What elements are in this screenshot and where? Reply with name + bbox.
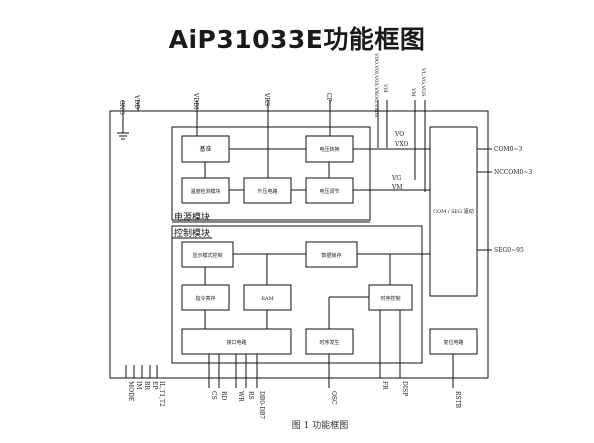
pin-seg: SEG0~95 — [494, 247, 524, 254]
diagram-title: AiP31033E功能框图 — [168, 25, 426, 54]
pin-disp: DISP — [401, 381, 408, 396]
svg-text:显示模式控制: 显示模式控制 — [192, 252, 222, 259]
pin-db: DB0-DB7 — [258, 391, 265, 419]
pin-vl-group: VL,VG,VGS — [420, 67, 426, 97]
block-temp-detect — [181, 177, 230, 204]
pin-vdd: VDD — [133, 94, 140, 109]
pin-cs: CS — [210, 391, 217, 400]
pin-fr: FR — [381, 381, 388, 390]
pin-rd: RD — [220, 391, 227, 401]
svg-text:基准: 基准 — [199, 145, 211, 153]
svg-text:VXO: VXO — [394, 141, 408, 148]
pin-gnd: GND — [118, 100, 125, 115]
pin-br: BR — [143, 381, 150, 390]
block-reset — [429, 328, 478, 355]
power-module-label: 电源模块 — [174, 211, 210, 223]
pin-vrs: VRS — [263, 92, 270, 106]
svg-text:温度检测模块: 温度检测模块 — [190, 188, 220, 195]
svg-text:VO: VO — [394, 131, 404, 138]
power-module — [171, 126, 371, 221]
svg-text:指令寄存: 指令寄存 — [195, 295, 215, 302]
pin-com: COM0~3 — [494, 146, 522, 153]
chip-boundary — [109, 110, 489, 379]
svg-text:RAM: RAM — [261, 296, 274, 302]
pin-mode: MODE — [127, 381, 134, 401]
pin-v0o-group: V0O,V0I,V0S,VXOO,VX0S — [373, 52, 379, 118]
block-timing-ctrl — [368, 284, 413, 311]
svg-text:VM: VM — [391, 184, 402, 191]
block-com-seg-driver — [429, 126, 478, 297]
pin-cp: CP — [325, 93, 332, 102]
pin-wr: WR — [237, 391, 244, 402]
svg-text:时序控制: 时序控制 — [380, 295, 400, 302]
svg-text:电压转换: 电压转换 — [319, 146, 339, 153]
svg-text:数据锁存: 数据锁存 — [321, 252, 341, 259]
figure-caption: 图 1 功能框图 — [292, 419, 348, 431]
pin-nccom: NCCOM0~3 — [494, 169, 532, 176]
block-ram — [243, 284, 292, 311]
svg-text:电压调节: 电压调节 — [319, 188, 339, 195]
block-timing-gen — [305, 328, 354, 355]
svg-text:复位电路: 复位电路 — [443, 339, 463, 346]
pin-rstb: RSTB — [454, 391, 461, 409]
pin-il-t1-t2: IL,T1,T2 — [158, 381, 165, 407]
svg-text:接口电路: 接口电路 — [226, 339, 246, 346]
svg-text:时序发生: 时序发生 — [319, 339, 339, 346]
pin-im: IM — [135, 381, 142, 390]
svg-text:升压电路: 升压电路 — [257, 188, 277, 195]
pin-osc: OSC — [330, 391, 337, 405]
svg-text:COM / SEG 驱动: COM / SEG 驱动 — [433, 208, 474, 215]
pin-rs: RS — [247, 391, 254, 400]
pin-v0i: V0I — [382, 83, 388, 93]
control-module — [171, 225, 423, 364]
control-module-label: 控制模块 — [174, 227, 210, 239]
pin-vm-top: VM — [410, 87, 416, 97]
pin-ep: EP — [151, 381, 158, 389]
block-voltage-regulate — [305, 177, 354, 204]
block-interface — [181, 328, 292, 355]
svg-text:VG: VG — [391, 175, 401, 182]
pin-vddi: VDDI — [192, 92, 199, 110]
block-instruction-reg — [181, 284, 230, 311]
